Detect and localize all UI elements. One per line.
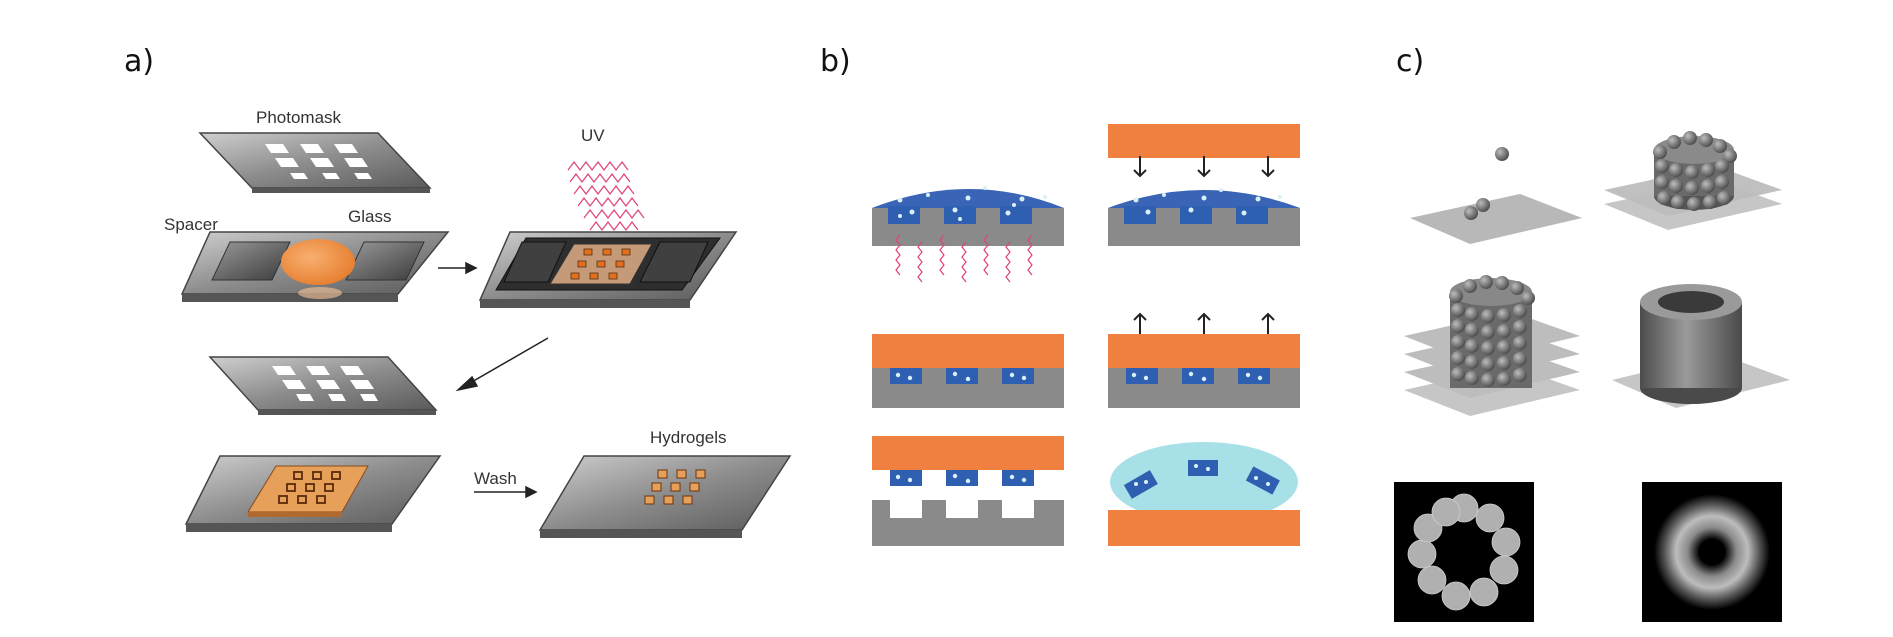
b-step-1 — [872, 186, 1064, 246]
hydrogels-plate — [538, 455, 792, 538]
sphere — [1476, 198, 1490, 212]
arrow-wash — [474, 485, 538, 499]
uv-light — [567, 161, 645, 243]
c-micrograph-ring — [1642, 482, 1782, 622]
sphere — [1464, 206, 1478, 220]
sphere — [1495, 147, 1509, 161]
c-sphere-stack-tall — [1404, 275, 1580, 416]
b-step-2 — [1108, 124, 1300, 246]
spacer-glass-assembly — [180, 231, 450, 302]
arrow-diagonal — [455, 337, 549, 392]
b-step-4 — [1108, 312, 1300, 408]
c-fused-cylinder — [1612, 284, 1790, 408]
c-micrograph-spheres — [1394, 482, 1534, 622]
photomask-removed — [208, 356, 438, 415]
c-single-layer — [1410, 147, 1582, 244]
c-sphere-stack-small — [1604, 131, 1782, 230]
panel-c — [1394, 131, 1790, 622]
photomask-label: Photomask — [256, 108, 342, 127]
b-step-5 — [872, 436, 1064, 546]
photomask-top — [198, 132, 432, 193]
arrow-right-1 — [438, 261, 478, 275]
panel-a: Photomask UV Spacer Glass — [164, 108, 792, 538]
panel-label-a: a) — [124, 44, 154, 79]
b-step-6 — [1108, 442, 1300, 546]
panel-label-c: c) — [1396, 44, 1424, 79]
panel-label-b: b) — [820, 44, 851, 79]
hydrogels-label: Hydrogels — [650, 428, 727, 447]
wash-label: Wash — [474, 469, 517, 488]
exposure-assembly — [478, 231, 738, 308]
uv-label: UV — [581, 126, 605, 145]
b-step-3 — [872, 234, 1064, 408]
glass-label: Glass — [348, 207, 391, 226]
plate-before-wash — [184, 455, 442, 532]
spacer-label: Spacer — [164, 215, 218, 234]
panel-b — [872, 124, 1300, 546]
